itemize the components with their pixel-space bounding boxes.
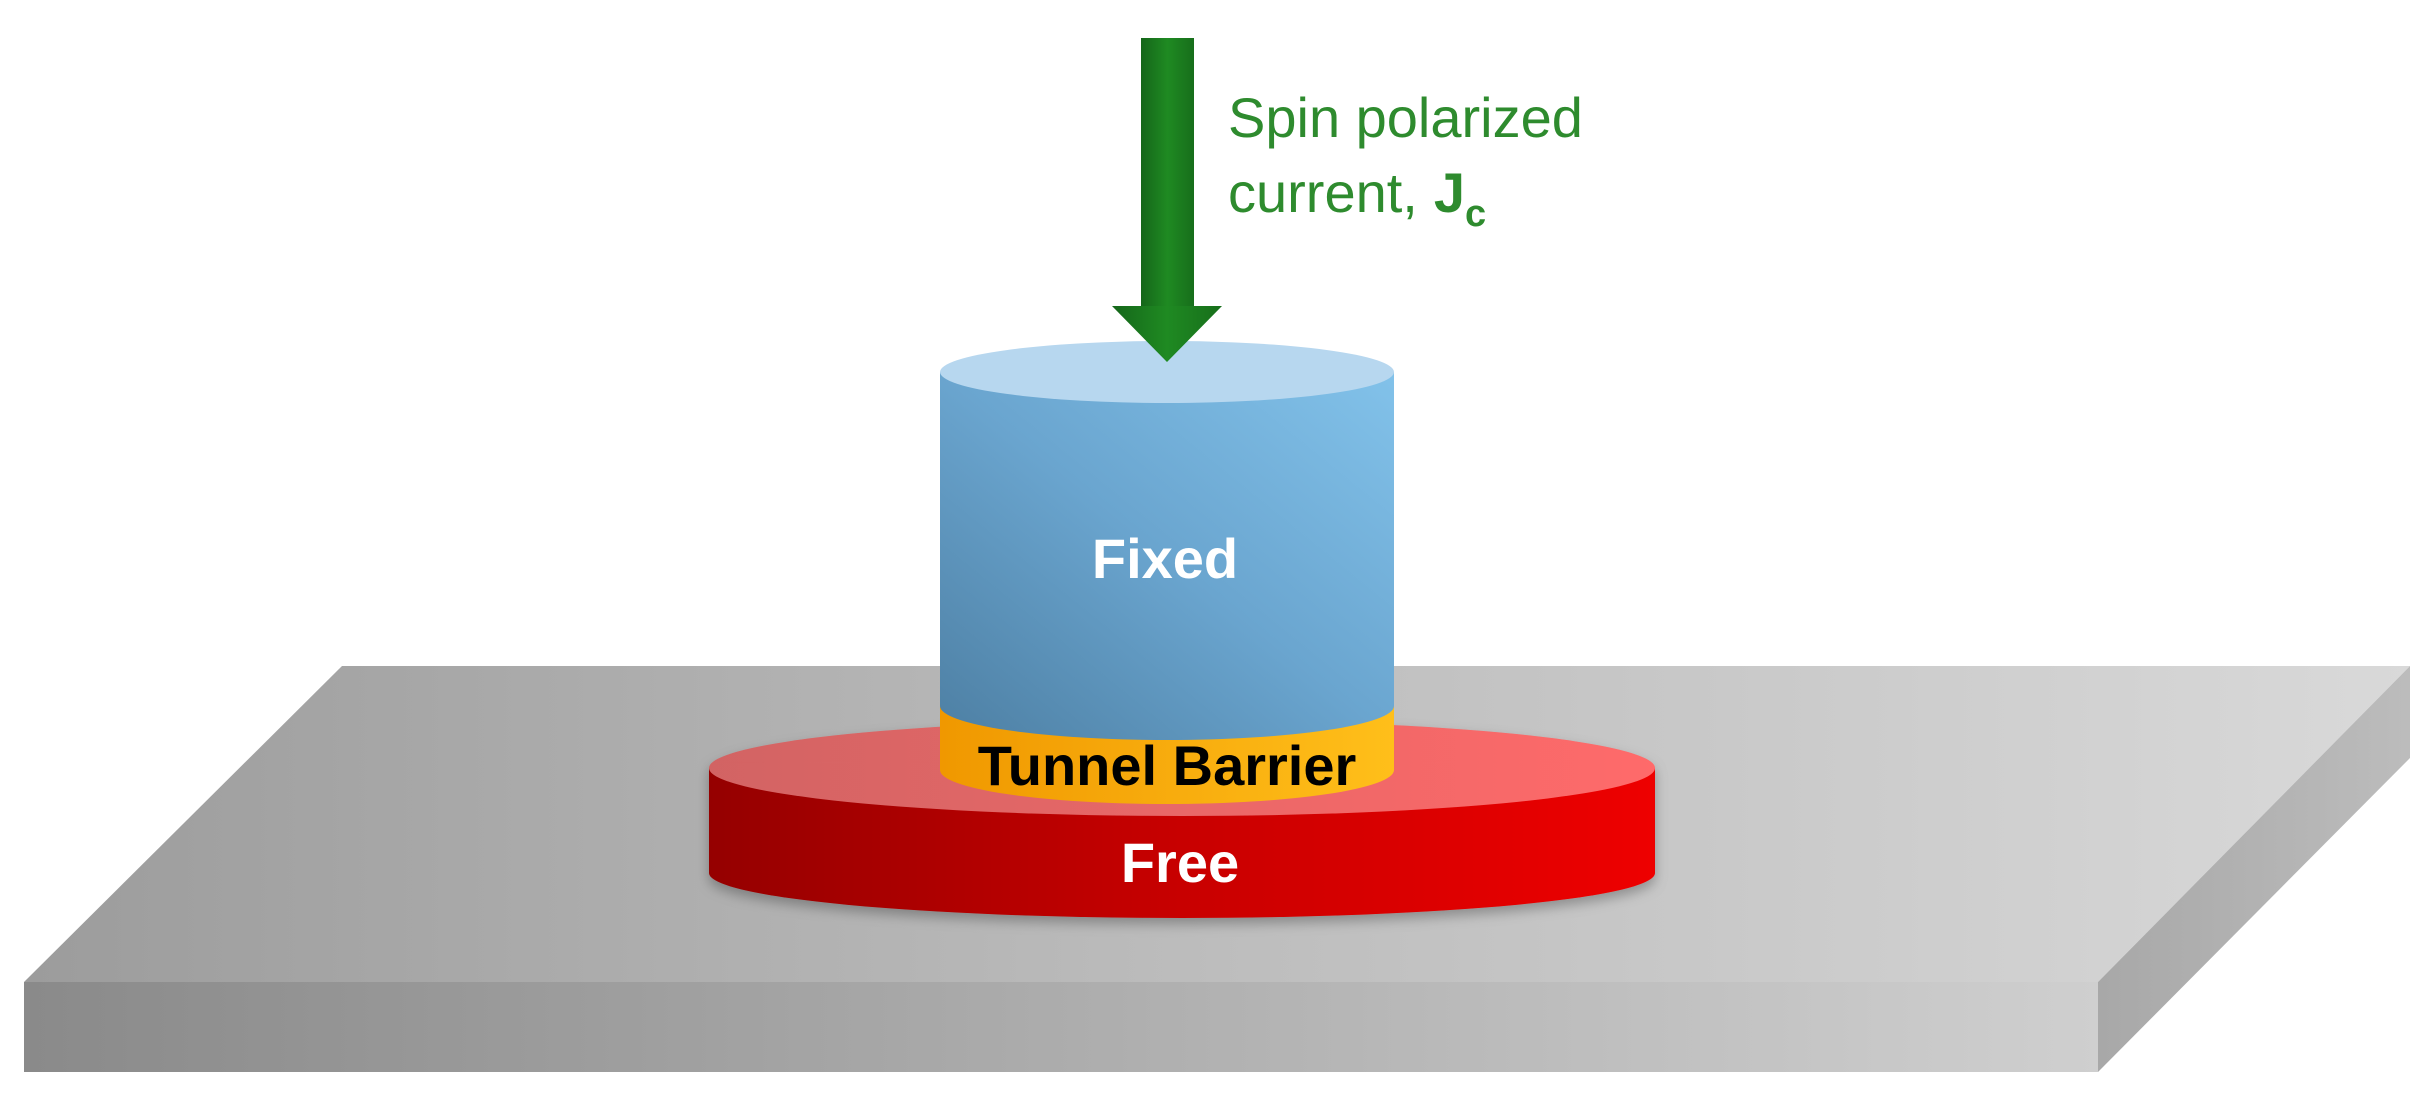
fixed-layer — [940, 341, 1394, 740]
tunnel-barrier-label: Tunnel Barrier — [978, 734, 1357, 797]
current-label-line2: current, Jc — [1228, 161, 1486, 235]
current-label-line1: Spin polarized — [1228, 86, 1583, 149]
current-subscript: c — [1465, 193, 1486, 235]
free-label: Free — [1121, 831, 1239, 894]
fixed-layer-top — [940, 341, 1394, 403]
fixed-label: Fixed — [1092, 527, 1238, 590]
current-arrow — [1112, 38, 1222, 362]
arrow-head — [1112, 306, 1222, 362]
substrate-side-face — [2098, 666, 2410, 1072]
current-label-text: current, — [1228, 161, 1418, 224]
arrow-shaft — [1141, 38, 1194, 308]
fixed-layer-side — [940, 372, 1394, 740]
substrate-front-face — [24, 982, 2098, 1072]
current-symbol: J — [1434, 161, 1465, 224]
